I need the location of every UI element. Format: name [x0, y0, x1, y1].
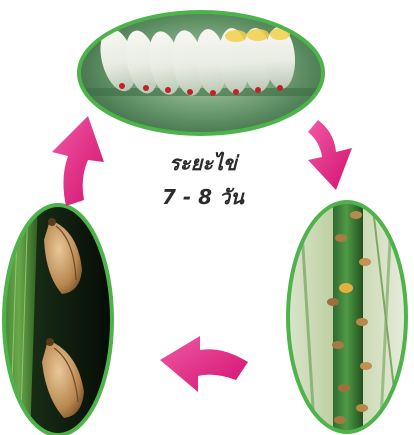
arrow-adults-to-eggs — [52, 116, 104, 206]
arrow-eggs-to-nymphs — [308, 120, 352, 190]
egg-stage-caption: ระยะไข่ 7 - 8 วัน — [128, 146, 278, 214]
egg-stage-duration: 7 - 8 วัน — [128, 180, 278, 214]
adult-planthoppers-photo — [0, 200, 120, 435]
egg-cluster-photo — [70, 0, 340, 140]
arrow-nymphs-to-adults — [160, 336, 248, 392]
egg-stage-title: ระยะไข่ — [128, 146, 278, 180]
nymphs-on-stem-photo — [280, 195, 414, 435]
